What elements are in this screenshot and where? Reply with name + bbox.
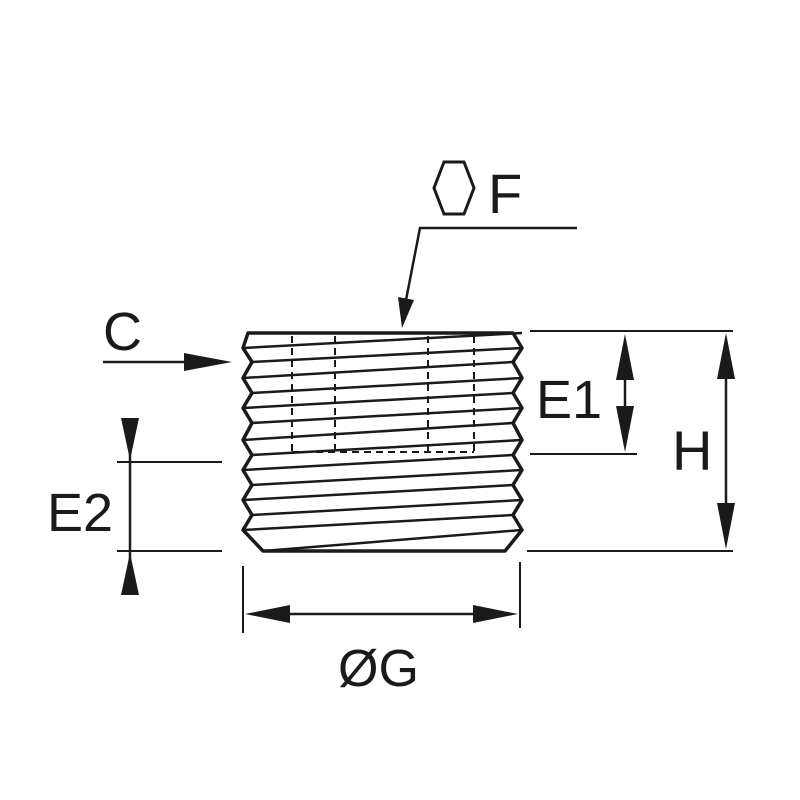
label-h: H xyxy=(672,419,712,482)
e2-arrow-down xyxy=(121,418,139,460)
label-f: F xyxy=(488,162,522,225)
e2-arrow-up xyxy=(121,553,139,595)
g-arrow-right xyxy=(473,605,518,623)
hidden-hex-socket xyxy=(291,336,475,453)
f-leader-line xyxy=(404,226,577,301)
e1-arrow-up xyxy=(616,334,634,380)
label-c: C xyxy=(103,302,142,362)
label-e1: E1 xyxy=(536,370,602,430)
e1-dimension xyxy=(530,330,733,455)
e1-arrow-down xyxy=(616,406,634,452)
f-leader-arrow xyxy=(398,297,414,328)
hexagon-icon xyxy=(432,160,476,216)
label-g: ØG xyxy=(338,640,419,698)
h-dimension xyxy=(527,333,735,552)
hex-callout xyxy=(398,160,577,328)
c-callout xyxy=(103,353,232,371)
h-arrow-up xyxy=(717,333,735,379)
threaded-body xyxy=(241,331,524,553)
label-e2: E2 xyxy=(47,483,113,543)
thread-lines xyxy=(242,331,523,553)
c-leader-arrow xyxy=(184,353,232,371)
g-arrow-left xyxy=(245,605,290,623)
e2-dimension xyxy=(117,418,222,595)
g-dimension xyxy=(242,562,521,633)
h-arrow-down xyxy=(717,503,735,549)
